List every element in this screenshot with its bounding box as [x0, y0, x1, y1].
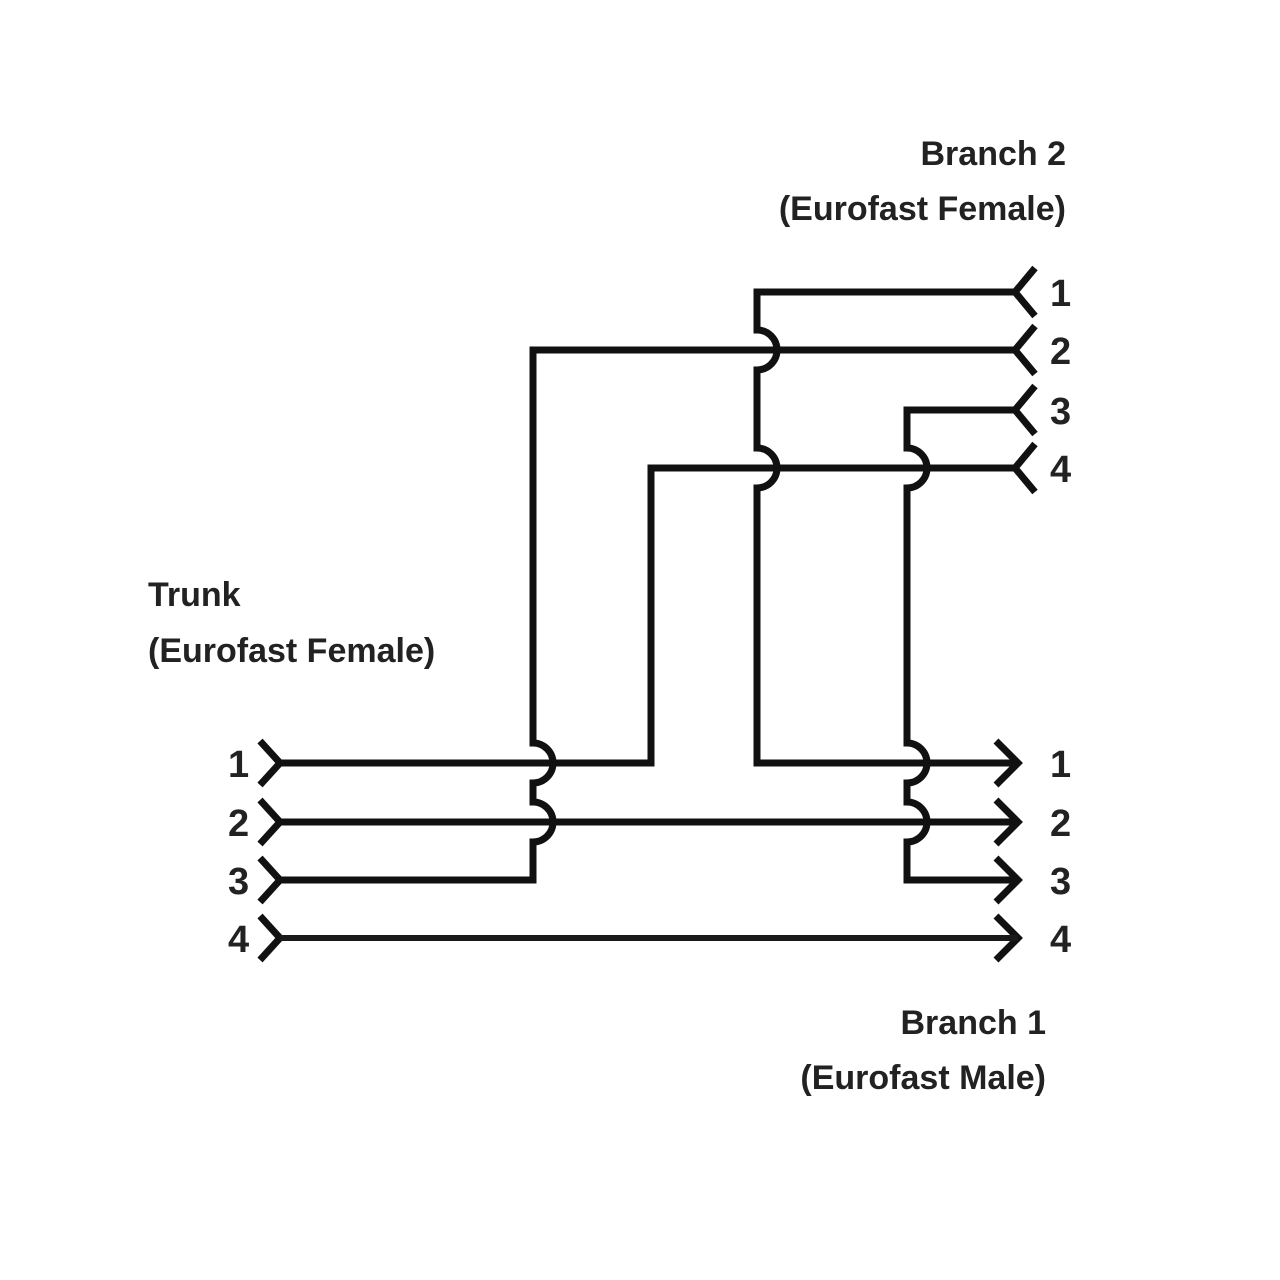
branch2-subtitle: (Eurofast Female) [779, 190, 1066, 228]
branch1-pin-3-label: 3 [1050, 861, 1071, 903]
wire-trunk3-to-branch2-pin2 [280, 346, 1015, 884]
trunk-pin-1-label: 1 [228, 744, 249, 786]
branch2-pin-3-label: 3 [1050, 391, 1071, 433]
wire-branch2-pin1-to-branch1-pin1 [753, 288, 1018, 767]
branch1-title: Branch 1 [901, 1004, 1047, 1042]
trunk-pin-1-connector-icon [257, 738, 285, 788]
branch1-pin-2-label: 2 [1050, 803, 1071, 845]
branch1-pin-1-label: 1 [1050, 744, 1071, 786]
wire-trunk1-to-branch2-pin4 [280, 464, 1015, 767]
branch2-pin-2-label: 2 [1050, 331, 1071, 373]
branch2-pin-2-connector-icon [1010, 323, 1038, 377]
trunk-pin-3-connector-icon [257, 855, 285, 905]
trunk-subtitle: (Eurofast Female) [148, 632, 435, 670]
trunk-title: Trunk [148, 576, 241, 614]
branch1-pin-4-label: 4 [1050, 919, 1071, 961]
branch2-title: Branch 2 [921, 135, 1067, 173]
trunk-pin-4-label: 4 [228, 919, 249, 961]
trunk-pin-2-connector-icon [257, 797, 285, 847]
branch2-pin-1-label: 1 [1050, 273, 1071, 315]
wire-branch2-pin3-to-branch1-pin3 [903, 406, 1018, 884]
branch2-pin-3-connector-icon [1010, 383, 1038, 437]
trunk-pin-4-connector-icon [257, 913, 285, 963]
trunk-pin-3-label: 3 [228, 861, 249, 903]
branch2-pin-4-connector-icon [1010, 441, 1038, 495]
branch2-pin-4-label: 4 [1050, 449, 1071, 491]
branch2-pin-1-connector-icon [1010, 265, 1038, 319]
trunk-pin-2-label: 2 [228, 803, 249, 845]
branch1-subtitle: (Eurofast Male) [800, 1059, 1046, 1097]
